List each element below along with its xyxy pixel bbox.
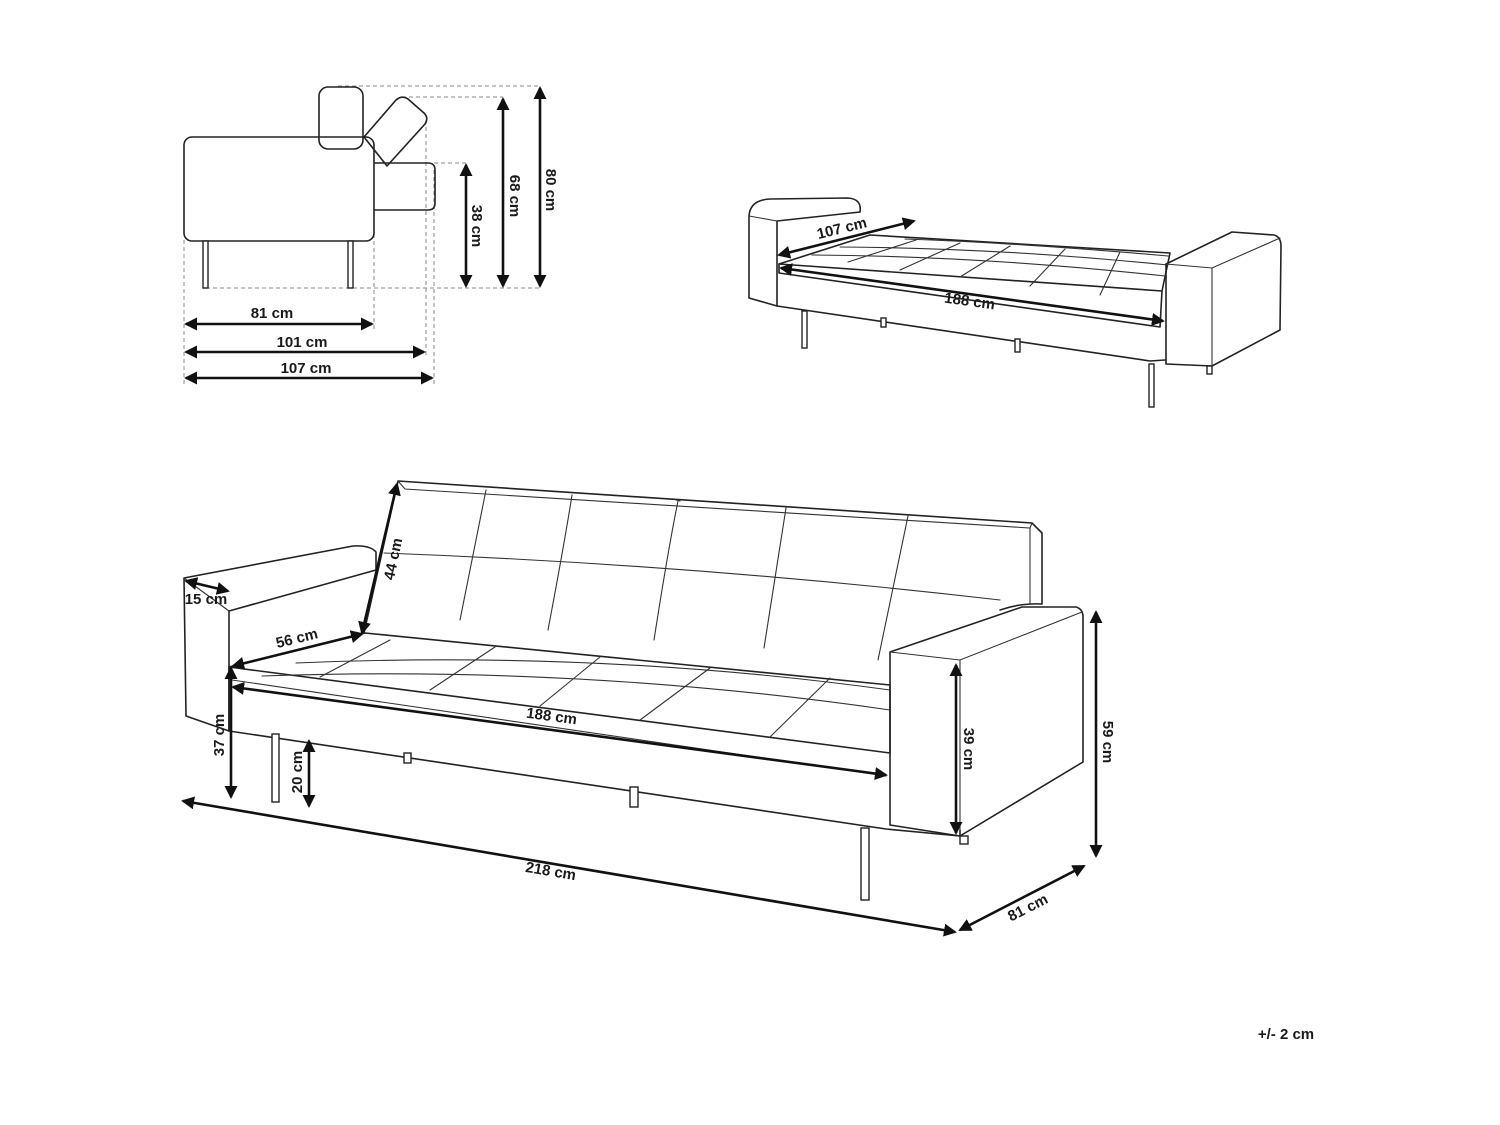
dim-bed-width-line [777, 217, 916, 259]
sofa-seat-top [228, 632, 891, 754]
bed-view: 107 cm 188 cm [748, 197, 1282, 408]
dim-bed-length-line [779, 263, 1165, 326]
dim-total-height-label: 59 cm [1099, 721, 1116, 764]
dim-armrest-height-label: 39 cm [960, 728, 977, 771]
dim-seat-depth-line [231, 630, 364, 670]
dim-backrest-height-line [358, 482, 401, 635]
bed-tufting [811, 238, 1169, 296]
dim-seat-width-label: 188 cm [525, 705, 578, 729]
dim-bed-length-label: 188 cm [943, 290, 996, 314]
sofa-leg-back-left [403, 752, 412, 764]
dim-total-depth-label: 107 cm [281, 360, 332, 377]
dim-total-width-line [181, 796, 957, 937]
dim-armrest-width-label: 15 cm [185, 591, 228, 608]
bed-leg-2 [880, 317, 887, 328]
side-view-guides [183, 85, 540, 385]
dim-total-height-label: 80 cm [542, 169, 559, 212]
sofa-view: 15 cm 44 cm 56 cm 188 cm 37 cm 20 cm 39 … [181, 480, 1116, 937]
dim-leg-height-label: 20 cm [289, 751, 306, 794]
side-leg-right [347, 240, 354, 289]
bed-armrest-right [1165, 231, 1282, 367]
sofa-backrest-tufting [383, 489, 1001, 661]
tolerance-note: +/- 2 cm [1258, 1026, 1314, 1043]
side-backrest-upright [318, 86, 364, 150]
dim-seat-height-label: 38 cm [468, 205, 485, 248]
side-backrest-reclined [363, 96, 428, 167]
sofa-leg-back-right [959, 835, 969, 845]
sofa-backrest [363, 480, 1043, 634]
sofa-leg-front-left [271, 733, 280, 803]
dim-seat-depth-label: 56 cm [274, 625, 319, 652]
side-seat-extension [373, 162, 436, 211]
dim-backrest-height-label: 68 cm [506, 175, 523, 218]
bed-armrest-left [748, 197, 862, 307]
sofa-armrest-right [889, 606, 1084, 837]
dim-arm-floor-height-label: 37 cm [211, 714, 228, 757]
bed-leg-1 [801, 310, 808, 349]
sofa-seat-front [228, 666, 961, 837]
dim-seat-width-line [231, 682, 888, 780]
dim-armrest-width-line [184, 577, 230, 595]
sofa-leg-back-middle [629, 786, 639, 808]
side-view: 81 cm 101 cm 107 cm 38 cm 68 cm 80 cm [183, 85, 559, 385]
bed-leg-5 [1206, 365, 1213, 375]
sofa-leg-front-right [860, 827, 870, 901]
bed-mattress-top [778, 234, 1171, 292]
dim-total-width-label: 218 cm [524, 859, 577, 884]
bed-leg-4 [1148, 363, 1155, 408]
dim-total-depth-line [958, 864, 1086, 932]
side-armrest-body [183, 136, 375, 242]
dim-recline-depth-label: 101 cm [277, 334, 328, 351]
dim-seat-depth-label: 81 cm [251, 305, 294, 322]
side-leg-left [202, 240, 209, 289]
bed-leg-3 [1014, 338, 1021, 353]
